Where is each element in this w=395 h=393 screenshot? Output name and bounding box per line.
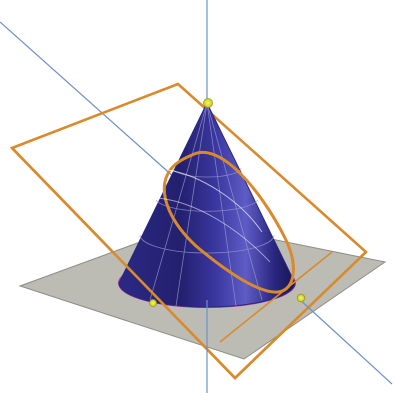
cutting-plane-front <box>11 147 367 380</box>
plane-intersection-point[interactable] <box>296 293 306 303</box>
cone-body <box>118 101 296 308</box>
base-point-left[interactable] <box>149 299 157 307</box>
cone-highlight-line <box>167 169 263 233</box>
diagonal-line-lower <box>297 297 393 385</box>
elliptical-section <box>162 151 295 294</box>
diagonal-line-upper <box>0 21 176 179</box>
cutting-plane-inner-edge <box>219 251 333 343</box>
cone-highlight-line-2 <box>157 197 271 263</box>
cone-apex-point[interactable] <box>203 98 213 108</box>
